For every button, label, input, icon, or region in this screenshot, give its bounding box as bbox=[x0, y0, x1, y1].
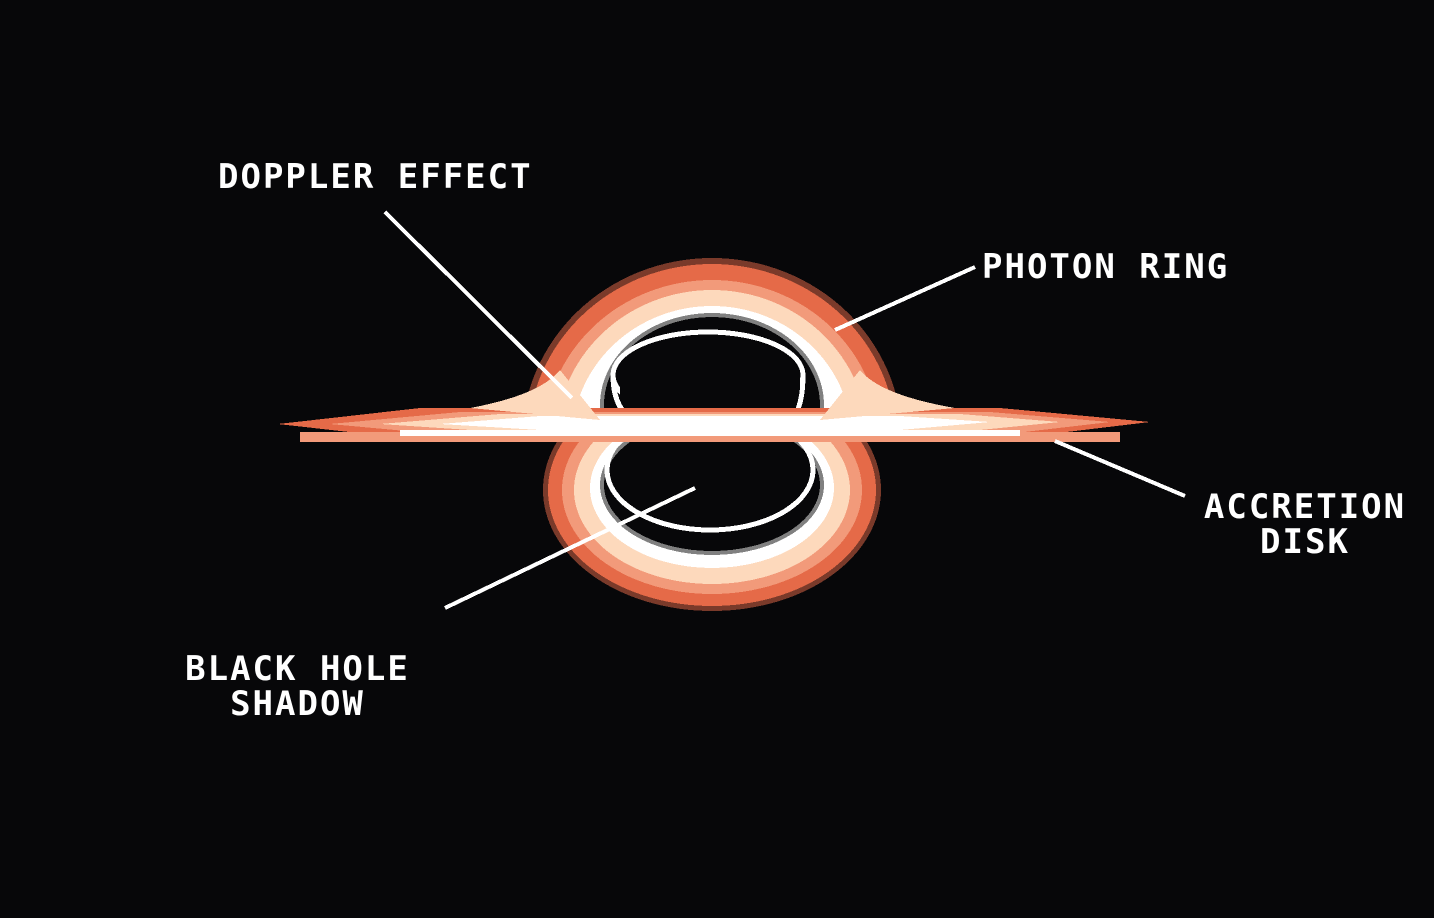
accretion-disk-label: ACCRETION DISK bbox=[1195, 490, 1415, 560]
accretion-disk-label-line2: DISK bbox=[1260, 522, 1350, 562]
doppler-effect-label: DOPPLER EFFECT bbox=[218, 157, 533, 197]
black-hole-shadow-label-line2: SHADOW bbox=[230, 684, 365, 724]
photon-ring-label: PHOTON RING bbox=[982, 247, 1230, 287]
doppler-leader-line bbox=[383, 210, 574, 400]
photon-ring-leader-line bbox=[834, 265, 976, 332]
lower-lensed-ring bbox=[543, 432, 881, 611]
black-hole-shadow-label: BLACK HOLE SHADOW bbox=[180, 652, 415, 722]
accretion-disk-shape bbox=[278, 370, 1150, 442]
black-hole-shadow-label-line1: BLACK HOLE bbox=[185, 649, 410, 689]
shadow-leader-line bbox=[444, 486, 696, 610]
accretion-disk-leader-line bbox=[1054, 439, 1186, 498]
leader-lines bbox=[383, 210, 1186, 610]
upper-lensed-ring bbox=[522, 258, 902, 432]
accretion-disk-label-line1: ACCRETION bbox=[1203, 487, 1407, 527]
